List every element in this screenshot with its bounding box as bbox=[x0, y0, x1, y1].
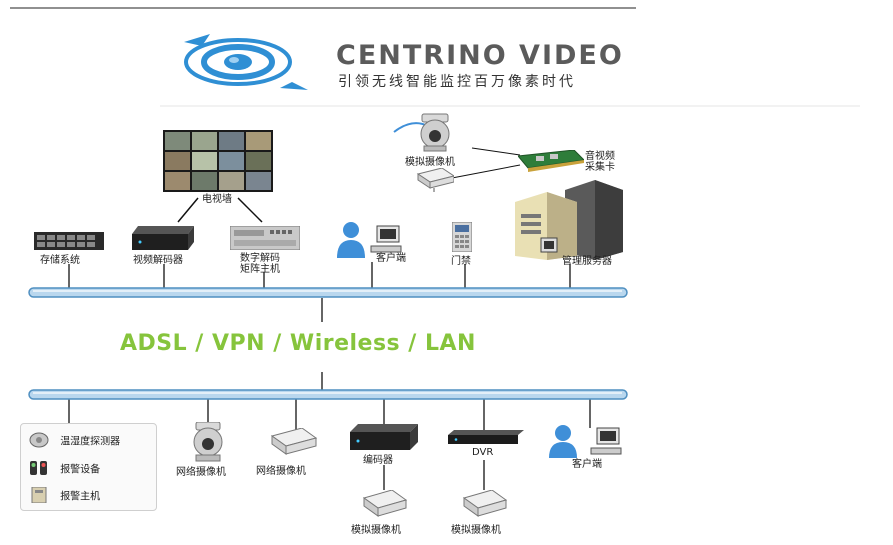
capture-card-label-line2: 采集卡 bbox=[585, 162, 615, 173]
logo-title: CENTRINO VIDEO bbox=[336, 40, 624, 71]
video-decoder-icon bbox=[132, 226, 194, 250]
temperature-sensor-icon bbox=[29, 432, 49, 448]
top-network-bus bbox=[28, 287, 628, 298]
client-user-icon bbox=[337, 222, 402, 258]
matrix-host-label-line1: 数字解码 bbox=[240, 253, 280, 264]
dvr-icon bbox=[448, 430, 524, 444]
matrix-host-label-line2: 矩阵主机 bbox=[240, 264, 280, 275]
bottom-network-bus bbox=[28, 389, 628, 400]
client-top-label: 客户端 bbox=[376, 253, 406, 264]
legend-item: 报警设备 bbox=[29, 460, 100, 476]
encoder-icon bbox=[350, 424, 418, 450]
logo-subtitle: 引领无线智能监控百万像素时代 bbox=[338, 74, 576, 90]
alarm-device-icon bbox=[30, 461, 47, 475]
analog-camera-top-label: 模拟摄像机 bbox=[405, 157, 455, 168]
storage-label: 存储系统 bbox=[40, 255, 80, 266]
alarm-host-icon bbox=[31, 487, 47, 503]
analog-camera-1-icon bbox=[362, 490, 408, 517]
ip-box-camera-icon bbox=[270, 428, 318, 455]
network-label: ADSL / VPN / Wireless / LAN bbox=[120, 331, 476, 356]
legend-item: 温湿度探测器 bbox=[29, 432, 120, 448]
logo-icon bbox=[184, 34, 308, 90]
access-control-label: 门禁 bbox=[451, 256, 471, 267]
server-label: 管理服务器 bbox=[562, 256, 612, 267]
analog-camera-2-label: 模拟摄像机 bbox=[451, 525, 501, 536]
analog-camera-dome-icon bbox=[393, 113, 450, 152]
matrix-host-icon bbox=[230, 226, 300, 250]
analog-camera-2-icon bbox=[462, 490, 508, 517]
legend-item: 报警主机 bbox=[29, 487, 100, 503]
dvr-label: DVR bbox=[472, 447, 494, 458]
legend-box: 温湿度探测器 报警设备 报警主机 bbox=[20, 423, 157, 511]
analog-camera-1-label: 模拟摄像机 bbox=[351, 525, 401, 536]
legend-item-label: 报警设备 bbox=[60, 464, 101, 476]
legend-item-label: 温湿度探测器 bbox=[60, 436, 121, 448]
capture-card-label-line1: 音视频 bbox=[585, 151, 615, 162]
server-icon bbox=[515, 180, 623, 260]
video-decoder-label: 视频解码器 bbox=[133, 255, 183, 266]
tv-wall-icon bbox=[163, 130, 273, 192]
storage-icon bbox=[34, 232, 104, 250]
legend-item-label: 报警主机 bbox=[60, 491, 101, 503]
ip-box-camera-label: 网络摄像机 bbox=[256, 466, 306, 477]
analog-camera-box-icon bbox=[416, 168, 454, 192]
access-control-icon bbox=[452, 222, 472, 252]
tv-wall-label: 电视墙 bbox=[202, 194, 232, 205]
capture-card-icon bbox=[518, 150, 584, 172]
client-bottom-icon bbox=[549, 425, 622, 458]
client-bottom-label: 客户端 bbox=[572, 459, 602, 470]
ip-dome-camera-icon bbox=[193, 422, 223, 462]
ip-dome-camera-label: 网络摄像机 bbox=[176, 467, 226, 478]
encoder-label: 编码器 bbox=[363, 455, 393, 466]
